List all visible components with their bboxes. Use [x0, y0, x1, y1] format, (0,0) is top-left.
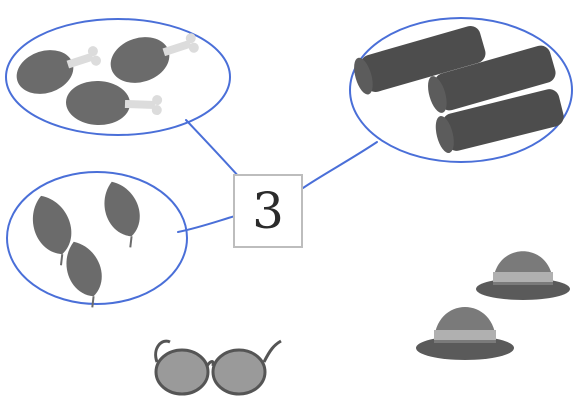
number-box: 3	[233, 174, 303, 248]
chicken-drumstick-icon	[65, 80, 162, 127]
connector-logs	[303, 142, 377, 188]
drumsticks-group	[6, 19, 230, 135]
connector-drumsticks	[186, 120, 240, 178]
leaf-icon	[96, 176, 150, 251]
leaves-group	[7, 172, 187, 311]
logs-group	[350, 18, 572, 162]
bowler-hat-icon	[476, 251, 570, 300]
bowler-hat-icon	[416, 307, 514, 360]
number-label: 3	[252, 182, 284, 240]
chicken-drumstick-icon	[105, 21, 204, 91]
eyeglasses-icon	[156, 341, 281, 394]
